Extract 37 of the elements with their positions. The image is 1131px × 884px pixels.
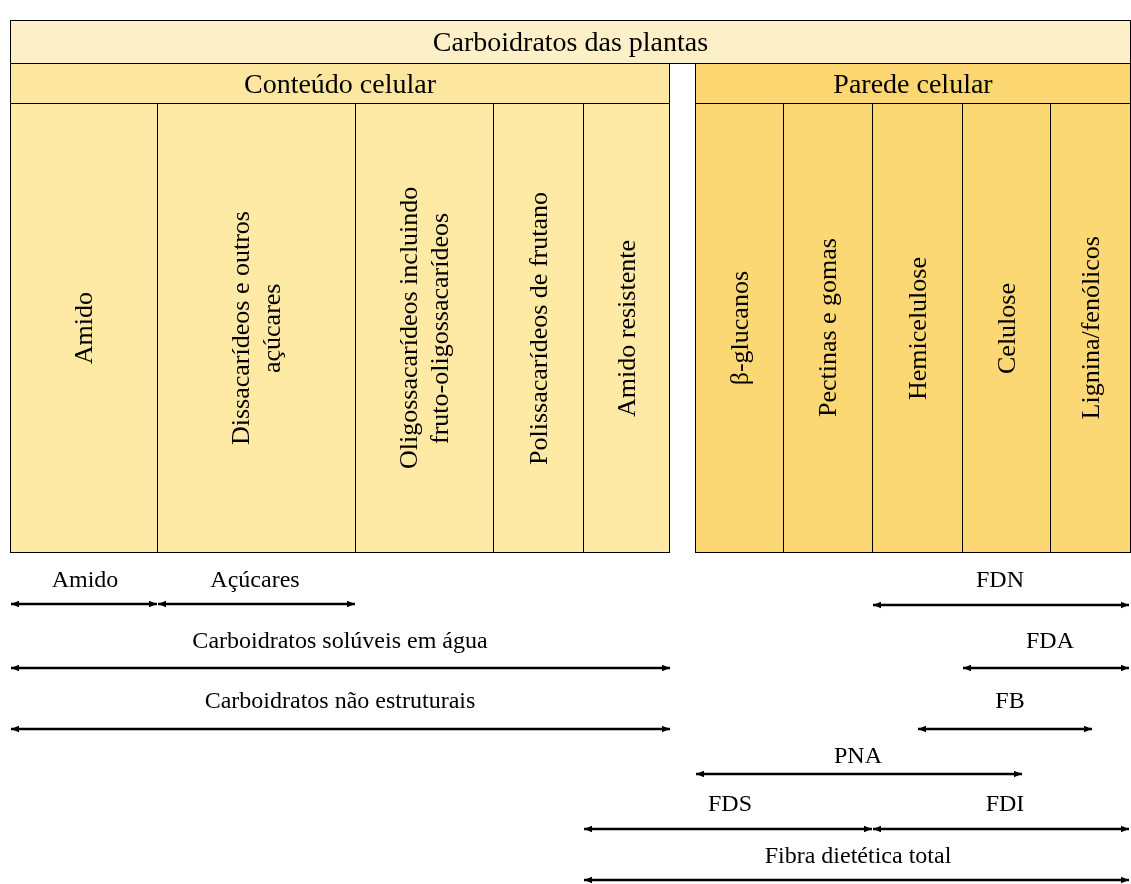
range-label: FDA <box>1026 627 1074 654</box>
table-column <box>872 103 963 553</box>
range-label: FDN <box>976 566 1024 593</box>
column-label: Lignina/fenólicos <box>1074 236 1106 420</box>
column-label: Oligossacarídeos incluindo fruto-oligossacarídeos <box>393 185 456 472</box>
column-label: Pectinas e gomas <box>812 238 844 418</box>
table-column <box>355 103 494 553</box>
range-label: Açúcares <box>210 566 300 593</box>
range-label: Carboidratos não estruturais <box>204 687 476 714</box>
table-column <box>583 103 670 553</box>
header-band <box>695 63 1131 104</box>
header-label: Carboidratos das plantas <box>432 26 709 58</box>
range-label: FDI <box>985 790 1025 817</box>
header-label: Parede celular <box>833 67 993 100</box>
table-column <box>1050 103 1131 553</box>
range-label: Fibra dietética total <box>764 842 952 869</box>
table-column <box>10 103 158 553</box>
column-label: Polissacarídeos de frutano <box>522 191 554 465</box>
header-band <box>10 20 1131 64</box>
column-label: Celulose <box>990 282 1022 374</box>
header-band <box>10 63 670 104</box>
column-label: β-glucanos <box>723 270 755 386</box>
header-label: Conteúdo celular <box>243 67 437 100</box>
table-column <box>695 103 784 553</box>
range-label: Carboidratos solúveis em água <box>192 627 488 654</box>
range-label: FDS <box>708 790 752 817</box>
table-column <box>783 103 873 553</box>
range-label: PNA <box>834 742 882 769</box>
table-column <box>157 103 356 553</box>
column-label: Hemicelulose <box>901 256 933 400</box>
table-column <box>962 103 1051 553</box>
table-column <box>493 103 584 553</box>
column-label: Amido <box>68 291 100 365</box>
range-label: FB <box>995 687 1025 714</box>
range-label: Amido <box>51 566 119 593</box>
column-label: Dissacarídeos e outros açúcares <box>225 210 288 447</box>
column-label: Amido resistente <box>610 239 642 417</box>
